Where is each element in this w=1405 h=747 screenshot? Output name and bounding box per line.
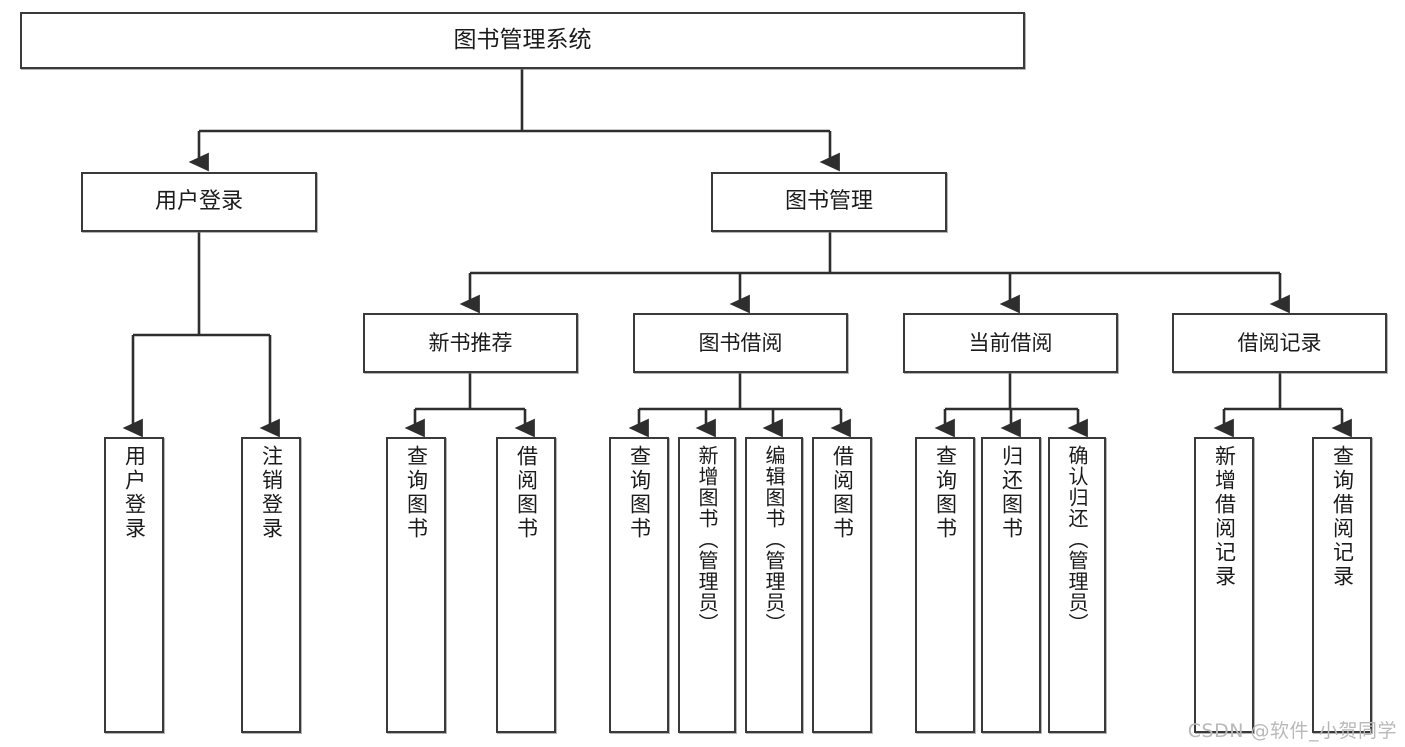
node-leaf-confirm-return[interactable]: 确认归还（管理员） <box>1048 437 1106 733</box>
node-leaf-borrow-book-1-label: 借阅图书 <box>514 445 539 541</box>
node-leaf-query-book-1-label: 查询图书 <box>404 445 429 541</box>
node-leaf-add-book-label: 新增图书（管理员） <box>695 445 719 634</box>
node-leaf-user-logout[interactable]: 注销登录 <box>241 437 301 733</box>
node-leaf-confirm-return-label: 确认归还（管理员） <box>1065 445 1089 634</box>
node-new-book-recommend[interactable]: 新书推荐 <box>363 313 578 373</box>
node-leaf-borrow-book-1[interactable]: 借阅图书 <box>496 437 556 733</box>
node-leaf-query-book-2-label: 查询图书 <box>627 445 652 541</box>
node-current-borrow[interactable]: 当前借阅 <box>903 313 1118 373</box>
node-book-management-label: 图书管理 <box>784 189 873 215</box>
node-leaf-user-logout-label: 注销登录 <box>259 445 284 541</box>
node-leaf-edit-book-label: 编辑图书（管理员） <box>762 445 786 634</box>
node-leaf-add-book[interactable]: 新增图书（管理员） <box>678 437 736 733</box>
node-leaf-query-record-label: 查询借阅记录 <box>1330 445 1355 589</box>
node-leaf-borrow-book-2-label: 借阅图书 <box>830 445 855 541</box>
node-user-login-label: 用户登录 <box>154 189 243 215</box>
node-leaf-return-book-label: 归还图书 <box>999 445 1024 541</box>
node-leaf-query-book-1[interactable]: 查询图书 <box>386 437 446 733</box>
node-borrow-record-label: 借阅记录 <box>1237 330 1322 355</box>
node-leaf-query-book-3[interactable]: 查询图书 <box>915 437 975 733</box>
node-book-management[interactable]: 图书管理 <box>711 172 947 232</box>
node-book-borrow-label: 图书借阅 <box>698 330 783 355</box>
node-user-login[interactable]: 用户登录 <box>81 172 317 232</box>
node-root[interactable]: 图书管理系统 <box>20 12 1025 69</box>
node-leaf-add-record-label: 新增借阅记录 <box>1212 445 1237 589</box>
node-leaf-query-book-2[interactable]: 查询图书 <box>609 437 669 733</box>
node-leaf-edit-book[interactable]: 编辑图书（管理员） <box>745 437 803 733</box>
node-leaf-add-record[interactable]: 新增借阅记录 <box>1194 437 1254 733</box>
node-leaf-query-record[interactable]: 查询借阅记录 <box>1312 437 1372 733</box>
node-leaf-borrow-book-2[interactable]: 借阅图书 <box>812 437 872 733</box>
node-new-book-recommend-label: 新书推荐 <box>428 330 513 355</box>
connector-lines <box>122 69 1352 438</box>
node-book-borrow[interactable]: 图书借阅 <box>633 313 848 373</box>
node-leaf-user-login[interactable]: 用户登录 <box>104 437 164 733</box>
node-leaf-user-login-label: 用户登录 <box>122 445 147 541</box>
node-leaf-query-book-3-label: 查询图书 <box>933 445 958 541</box>
node-leaf-return-book[interactable]: 归还图书 <box>981 437 1041 733</box>
node-current-borrow-label: 当前借阅 <box>968 330 1053 355</box>
node-borrow-record[interactable]: 借阅记录 <box>1172 313 1387 373</box>
node-root-label: 图书管理系统 <box>453 27 592 54</box>
